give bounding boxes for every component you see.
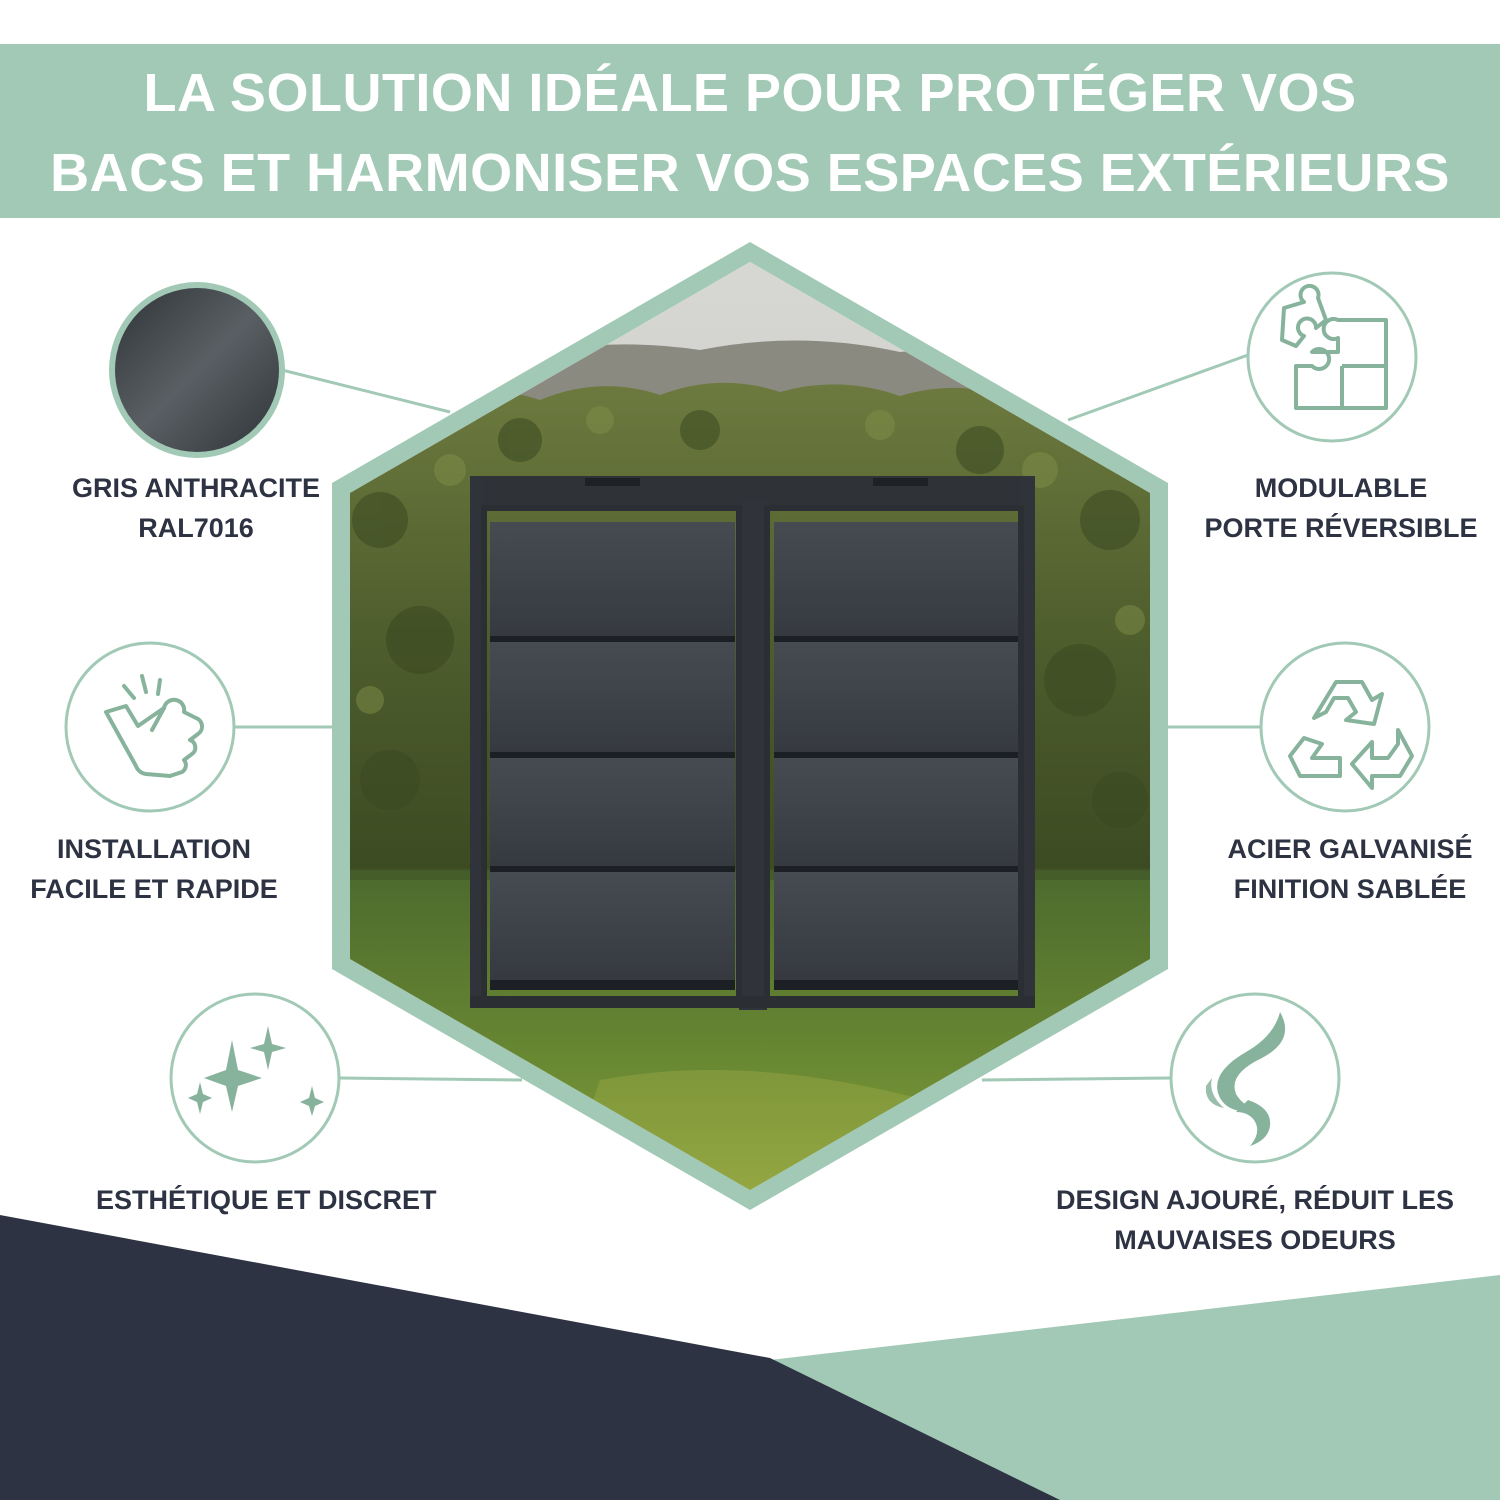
sparkles-icon	[188, 1026, 324, 1116]
feature-color: GRIS ANTHRACITE RAL7016	[54, 468, 338, 548]
header-banner: LA SOLUTION IDÉALE POUR PROTÉGER VOS BAC…	[0, 44, 1500, 218]
feature-installation: INSTALLATION FACILE ET RAPIDE	[18, 829, 290, 909]
recycle-icon	[1288, 680, 1414, 790]
product-photo	[350, 262, 1150, 1190]
connector-lines	[235, 353, 1262, 1082]
feature-color-line-2: RAL7016	[138, 513, 254, 543]
headline-line-1: LA SOLUTION IDÉALE POUR PROTÉGER VOS	[143, 63, 1357, 123]
feature-design: DESIGN AJOURÉ, RÉDUIT LES MAUVAISES ODEU…	[1050, 1180, 1460, 1260]
feature-design-line-1: DESIGN AJOURÉ, RÉDUIT LES	[1055, 1185, 1455, 1215]
puzzle-icon	[1280, 283, 1388, 410]
feature-steel: ACIER GALVANISÉ FINITION SABLÉE	[1220, 829, 1480, 909]
bin-shelter	[470, 476, 1035, 1010]
feature-aesthetic-line-1: ESTHÉTIQUE ET DISCRET	[96, 1185, 437, 1215]
feature-color-line-1: GRIS ANTHRACITE	[72, 473, 320, 503]
feature-steel-line-1: ACIER GALVANISÉ	[1227, 834, 1473, 864]
feature-installation-line-1: INSTALLATION	[57, 834, 251, 864]
bottom-dark-band	[0, 1215, 1060, 1500]
color-swatch-icon	[109, 282, 285, 458]
bottom-green-band	[770, 1275, 1500, 1500]
feature-design-line-2: MAUVAISES ODEURS	[1114, 1225, 1396, 1255]
feature-steel-line-2: FINITION SABLÉE	[1233, 874, 1467, 904]
feature-modular: MODULABLE PORTE RÉVERSIBLE	[1200, 468, 1482, 548]
pointing-hand-icon	[104, 674, 204, 778]
feature-aesthetic: ESTHÉTIQUE ET DISCRET	[96, 1180, 437, 1220]
odor-swirl-icon	[1205, 1012, 1286, 1146]
headline-line-2: BACS ET HARMONISER VOS ESPACES EXTÉRIEUR…	[50, 143, 1450, 203]
feature-modular-line-1: MODULABLE	[1254, 473, 1428, 503]
feature-installation-line-2: FACILE ET RAPIDE	[30, 874, 278, 904]
feature-modular-line-2: PORTE RÉVERSIBLE	[1204, 513, 1478, 543]
